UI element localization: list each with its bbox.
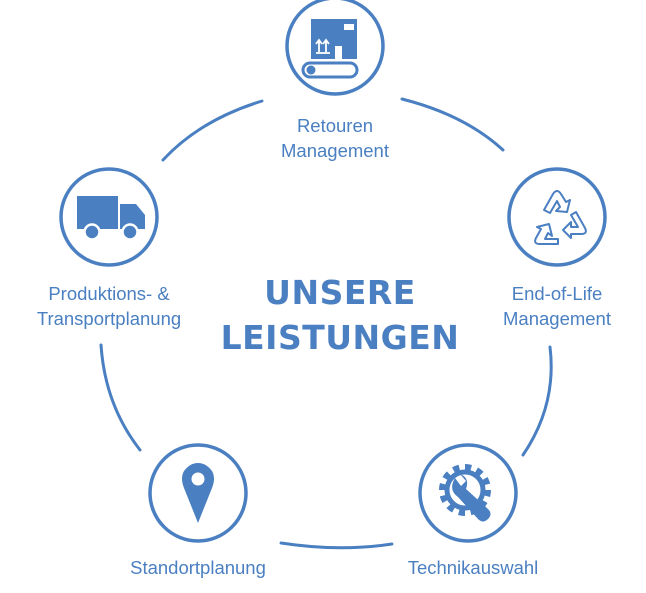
node-produktion bbox=[59, 167, 159, 267]
node-retouren bbox=[285, 0, 385, 96]
conveyor-box-icon bbox=[301, 19, 359, 79]
label-end-of-life-line2: Management bbox=[503, 308, 611, 329]
center-title-line2: LEISTUNGEN bbox=[220, 318, 460, 357]
arc-top-left bbox=[161, 99, 264, 162]
label-produktion-line1: Produktions- & bbox=[48, 283, 170, 304]
node-standort bbox=[148, 443, 248, 543]
label-produktion-line2: Transportplanung bbox=[36, 308, 182, 329]
center-title-line1: UNSERE bbox=[264, 273, 416, 312]
label-retouren-line1: Retouren bbox=[296, 115, 374, 136]
label-standort-line1: Standortplanung bbox=[130, 557, 266, 578]
label-end-of-life: End-of-Life Management bbox=[482, 281, 632, 331]
label-retouren-line2: Management bbox=[281, 140, 389, 161]
label-retouren: Retouren Management bbox=[255, 113, 415, 163]
node-end-of-life bbox=[507, 167, 607, 267]
arc-bottom bbox=[279, 541, 394, 550]
center-title: UNSERE LEISTUNGEN bbox=[190, 270, 490, 360]
label-technik: Technikauswahl bbox=[388, 555, 558, 580]
arc-right bbox=[521, 345, 553, 457]
label-standort: Standortplanung bbox=[108, 555, 288, 580]
recycle-icon bbox=[534, 190, 587, 245]
truck-icon bbox=[77, 196, 145, 241]
node-technik bbox=[418, 443, 518, 543]
label-produktion: Produktions- & Transportplanung bbox=[16, 281, 202, 331]
arc-top-right bbox=[400, 97, 505, 152]
gear-wrench-icon bbox=[439, 464, 491, 522]
location-pin-icon bbox=[182, 463, 214, 523]
arc-left bbox=[99, 343, 142, 452]
label-end-of-life-line1: End-of-Life bbox=[511, 283, 603, 304]
label-technik-line1: Technikauswahl bbox=[407, 557, 539, 578]
